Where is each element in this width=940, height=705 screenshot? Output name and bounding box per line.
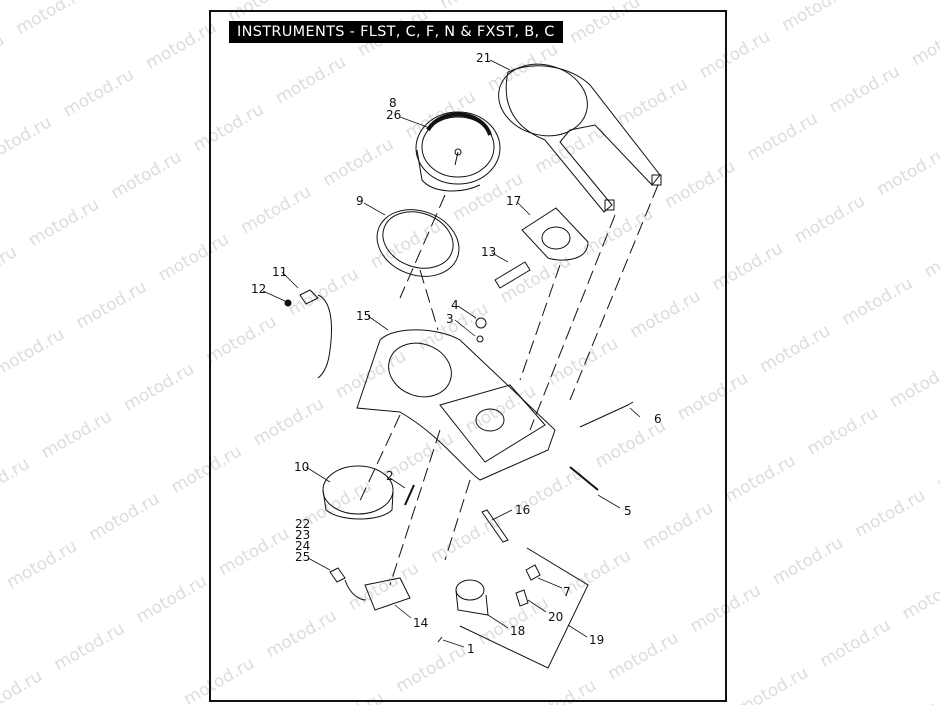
part-14-module	[329, 567, 411, 611]
callout-6: 6	[654, 412, 662, 426]
callout-16: 16	[515, 503, 531, 517]
part-1-screw	[437, 636, 443, 643]
callout-23: 23	[295, 528, 311, 542]
callout-10: 10	[294, 460, 310, 474]
callout-9: 9	[356, 194, 364, 208]
diagram-title: INSTRUMENTS - FLST, C, F, N & FXST, B, C	[229, 21, 563, 43]
part-3-nut	[476, 335, 484, 343]
callout-3: 3	[446, 312, 454, 326]
callout-18: 18	[510, 624, 526, 638]
callout-11: 11	[272, 265, 288, 279]
part-5-tie	[569, 466, 599, 491]
part-16-strip	[481, 509, 509, 543]
part-20-cap	[515, 589, 529, 607]
callout-12: 12	[251, 282, 267, 296]
callout-25: 25	[295, 550, 311, 564]
callout-22: 22	[295, 517, 311, 531]
part-2-screw	[404, 484, 415, 506]
callout-1: 1	[467, 642, 475, 656]
callout-14: 14	[413, 616, 429, 630]
callout-21: 21	[476, 51, 492, 65]
callout-19: 19	[589, 633, 605, 647]
callout-4: 4	[451, 298, 459, 312]
part-15-console	[356, 329, 556, 481]
callout-13: 13	[481, 245, 497, 259]
part-11-lamp	[284, 289, 332, 379]
diagram-frame	[209, 10, 727, 702]
leader-lines	[262, 59, 641, 648]
part-13-bracket	[494, 261, 531, 289]
part-4-knob	[475, 317, 487, 329]
part-17-plate	[521, 207, 589, 261]
callout-5: 5	[624, 504, 632, 518]
callout-26: 26	[386, 108, 402, 122]
callout-17: 17	[506, 194, 522, 208]
callout-15: 15	[356, 309, 372, 323]
callout-20: 20	[548, 610, 564, 624]
part-8-speedometer	[415, 111, 501, 192]
part-18-switch	[455, 579, 489, 616]
part-7-cap	[525, 564, 541, 581]
part-9-gasket	[376, 209, 460, 277]
callout-8: 8	[389, 96, 397, 110]
callout-24: 24	[295, 539, 311, 553]
part-21-cover	[498, 63, 662, 213]
part-10-housing	[322, 465, 394, 520]
callout-2: 2	[386, 469, 394, 483]
part-6-tie	[579, 401, 634, 428]
part-19-bracket	[459, 547, 589, 669]
callout-7: 7	[563, 585, 571, 599]
